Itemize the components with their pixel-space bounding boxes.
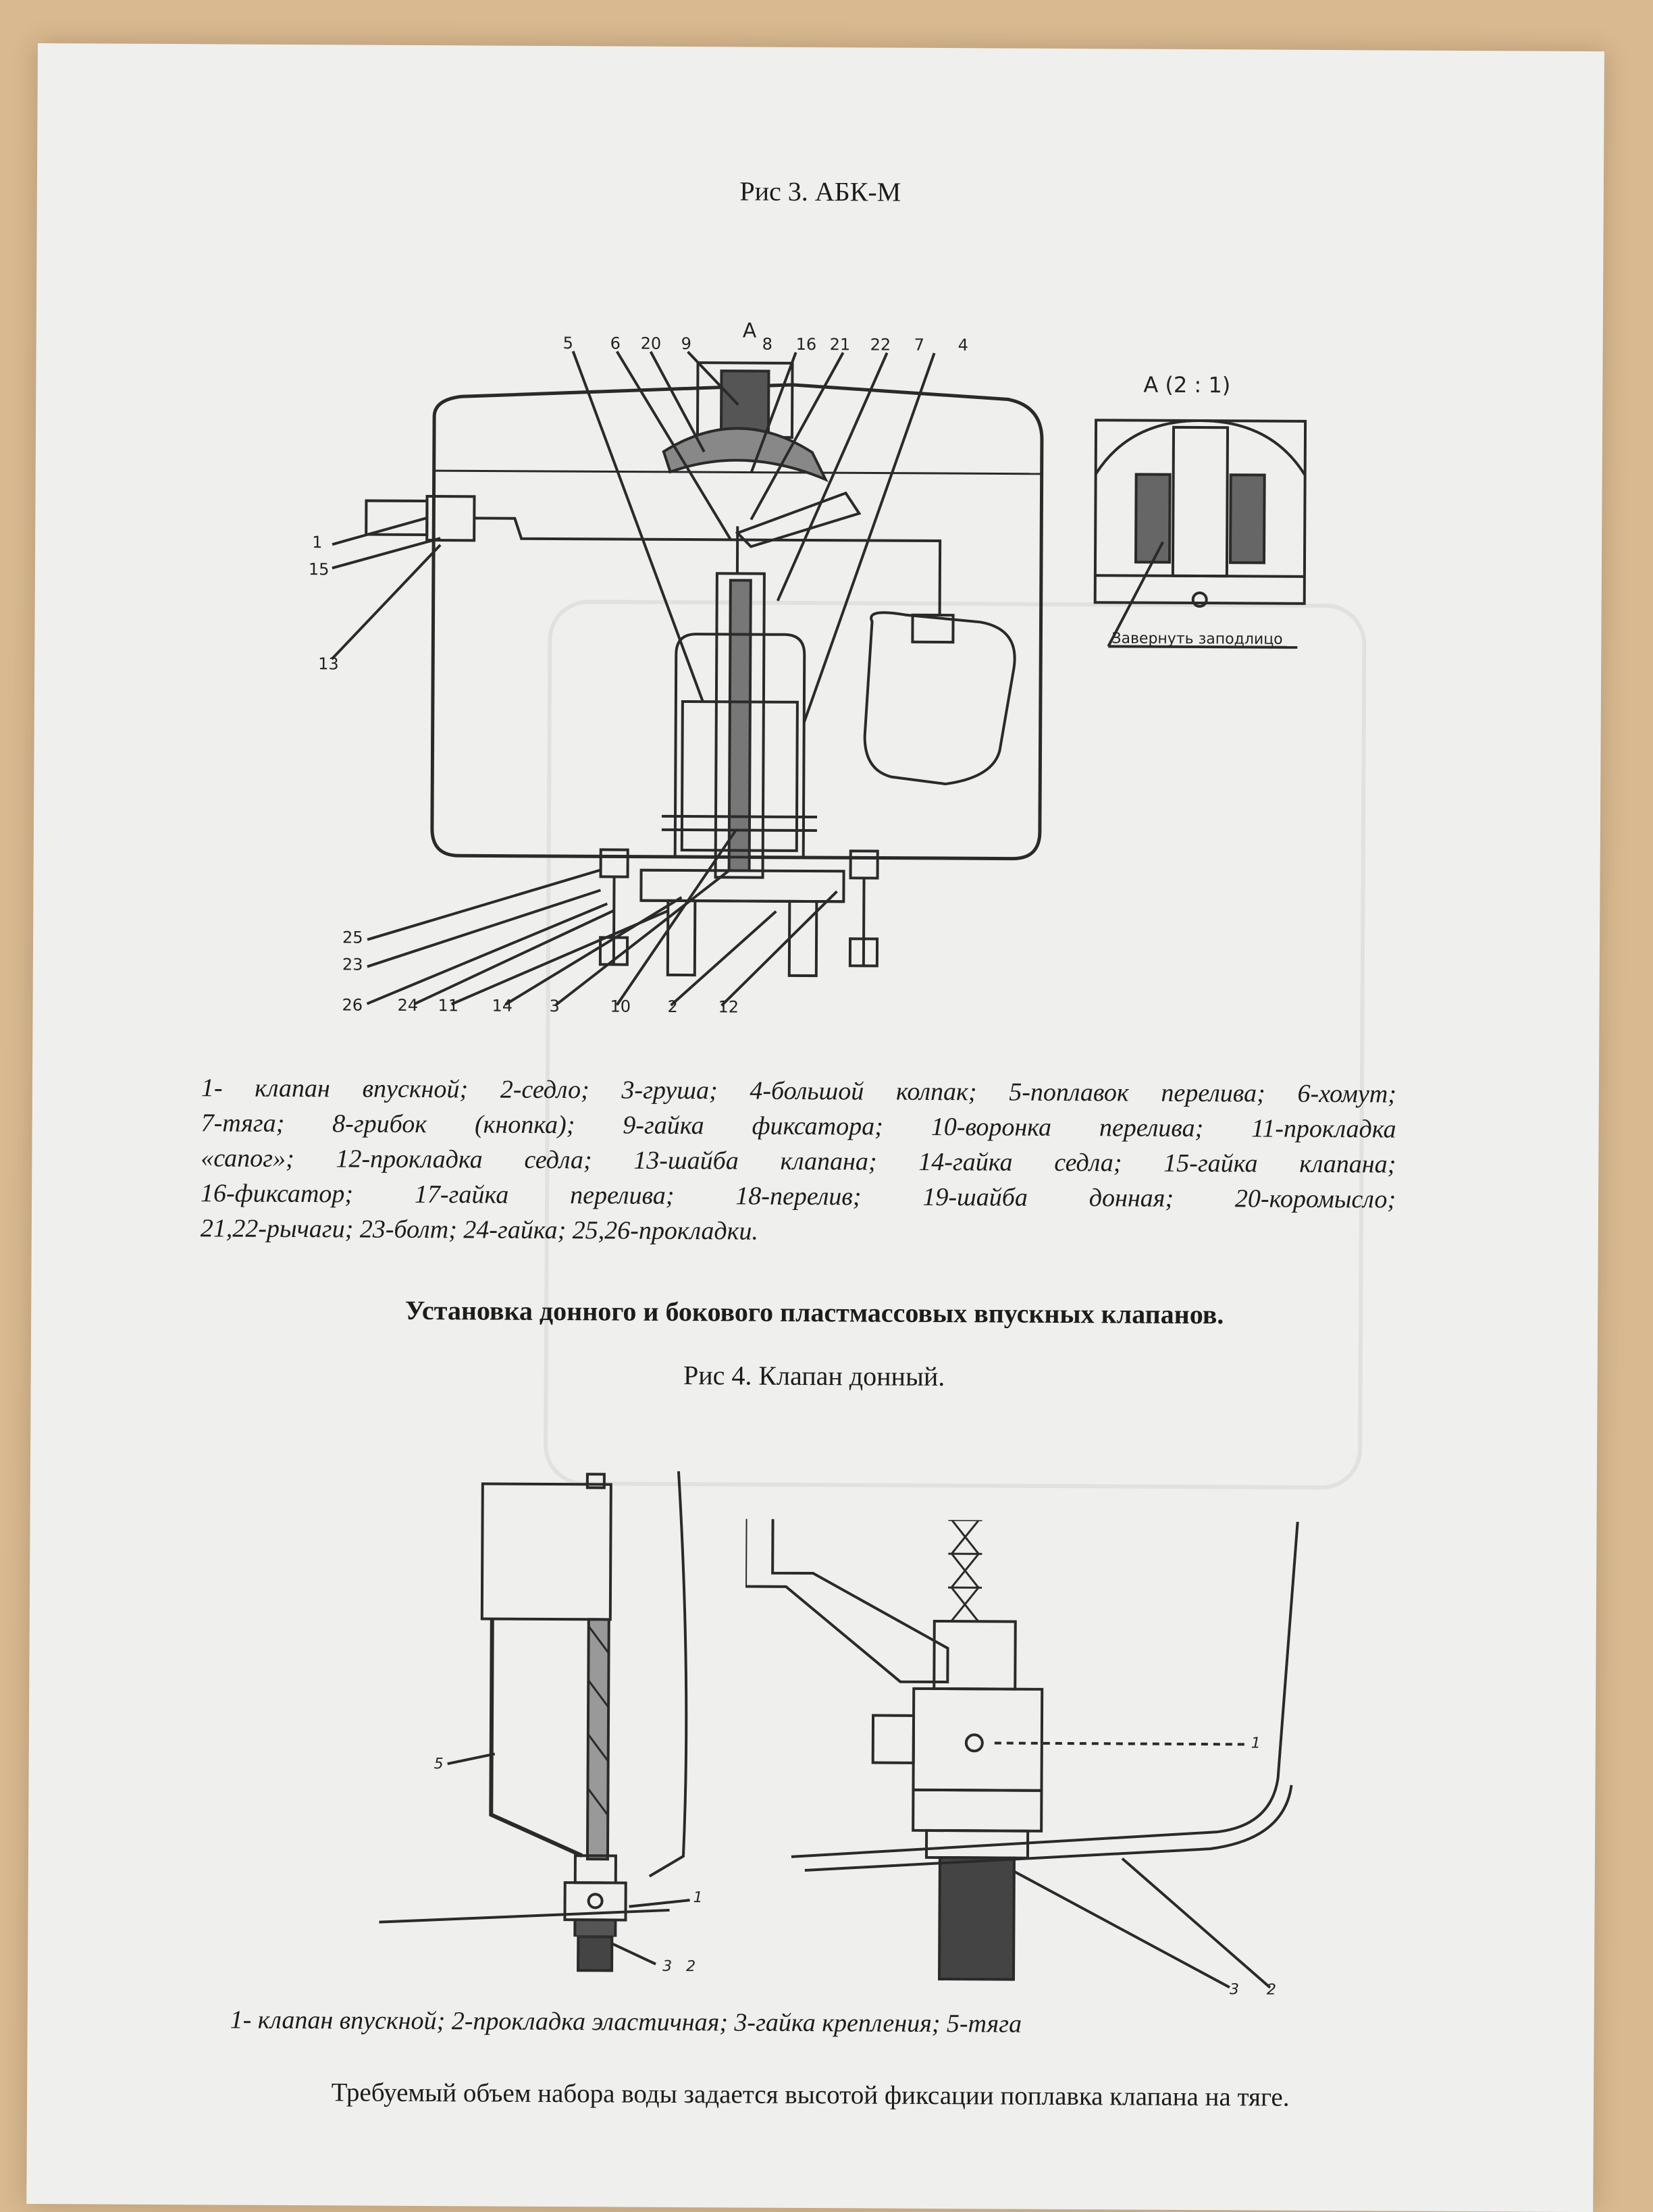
callout-11: 11	[438, 996, 458, 1015]
section-mark-a: А	[743, 319, 757, 342]
figure-4-left-diagram: 5 1	[379, 1409, 760, 1938]
detail-view-a	[1095, 420, 1305, 648]
callout-8: 8	[762, 335, 772, 354]
callout-21: 21	[830, 335, 851, 354]
callout-15: 15	[309, 560, 330, 579]
callout-16: 16	[796, 335, 817, 354]
detail-view-note: Завернуть заподлицо	[1111, 630, 1282, 648]
callout-5: 5	[563, 334, 573, 352]
callout-24: 24	[397, 996, 418, 1015]
detail-view-label: А (2 : 1)	[1143, 372, 1230, 398]
callout-6: 6	[610, 334, 621, 352]
legend-line: «сапог»; 12-прокладка седла; 13-шайба кл…	[201, 1140, 1396, 1182]
callout-2: 2	[667, 997, 677, 1016]
left-callout-2: 2	[686, 1958, 696, 1975]
figure-3-tank-diagram: 5 6 20 9 8 16 21 22 7 4 А 1 15 13 25 23 …	[262, 315, 1360, 1043]
right-callout-2: 2	[1267, 1982, 1276, 1999]
callout-3: 3	[549, 997, 559, 1016]
figure-4-right-labels: 3 2	[1230, 1953, 1311, 2008]
legend-line: 7-тяга; 8-грибок (кнопка); 9-гайка фикса…	[201, 1105, 1396, 1147]
callout-7: 7	[914, 336, 924, 354]
document-page: Рис 3. АБК-М	[26, 43, 1604, 2212]
right-callout-1: 1	[1251, 1735, 1261, 1752]
callout-14: 14	[492, 997, 513, 1016]
figure-4-left-base: 3 2	[379, 1936, 757, 1992]
figure-3-title: Рис 3. АБК-М	[37, 172, 1604, 211]
figure-4-legend: 1- клапан впускной; 2-прокладка эластичн…	[230, 2003, 1378, 2044]
legend-line: 16-фиксатор; 17-гайка перелива; 18-перел…	[201, 1176, 1396, 1217]
callout-1: 1	[312, 533, 322, 552]
figure-3-legend: 1- клапан впускной; 2-седло; 3-груша; 4-…	[201, 1070, 1396, 1252]
callout-26: 26	[342, 995, 363, 1014]
callout-20: 20	[641, 334, 662, 353]
callout-9: 9	[681, 334, 691, 353]
left-callout-5: 5	[434, 1756, 444, 1772]
callout-25: 25	[342, 928, 363, 947]
footer-note: Требуемый объем набора воды задается выс…	[27, 2076, 1594, 2114]
callout-4: 4	[958, 336, 968, 354]
callout-23: 23	[342, 955, 363, 974]
left-callout-3: 3	[662, 1958, 672, 1975]
left-callout-1: 1	[693, 1889, 703, 1906]
legend-line: 1- клапан впускной; 2-седло; 3-груша; 4-…	[201, 1070, 1396, 1111]
legend-line: 21,22-рычаги; 23-болт; 24-гайка; 25,26-п…	[201, 1211, 1396, 1252]
callout-10: 10	[610, 997, 631, 1016]
callout-13: 13	[318, 654, 339, 673]
figure-4-right-diagram: 1	[743, 1519, 1300, 1995]
right-callout-3: 3	[1230, 1981, 1239, 1998]
callout-22: 22	[870, 335, 891, 354]
callout-12: 12	[718, 997, 739, 1016]
